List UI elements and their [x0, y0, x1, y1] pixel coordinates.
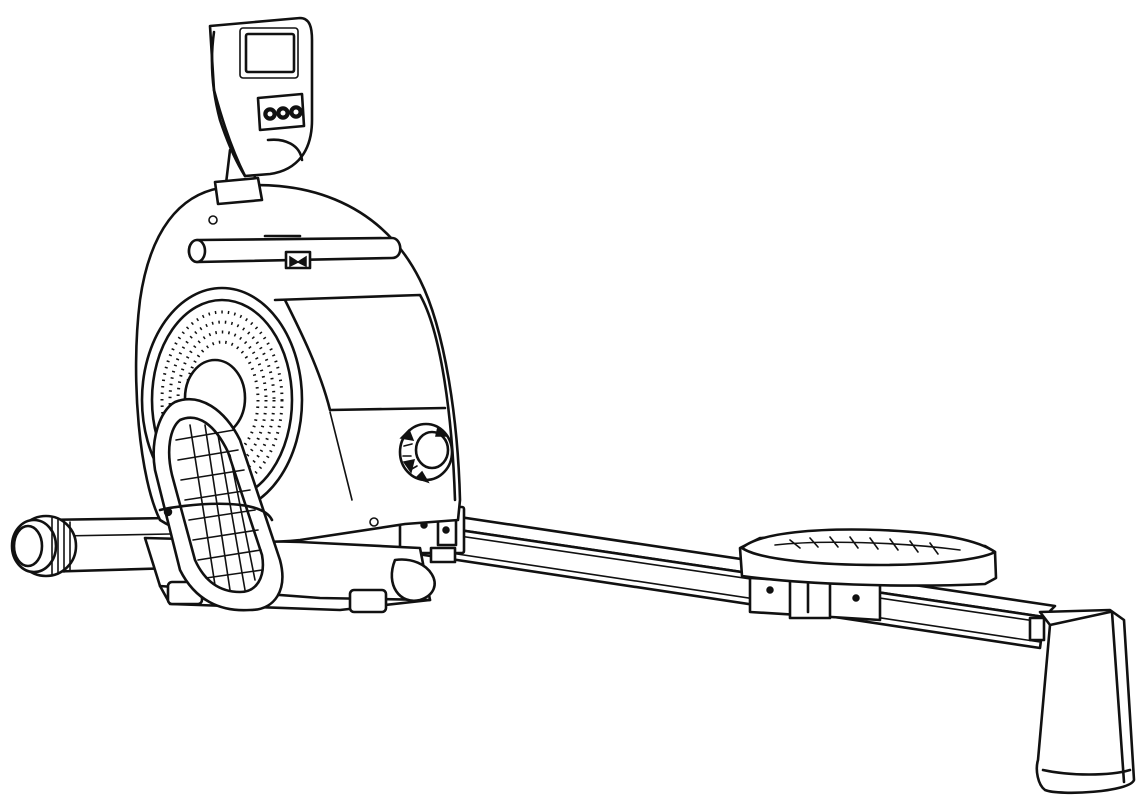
handlebar[interactable] — [187, 234, 402, 270]
front-end-cap — [10, 514, 78, 578]
foot-pedal-grid — [175, 424, 263, 591]
foot-pedal[interactable] — [152, 397, 284, 612]
slide-rail — [398, 504, 1057, 650]
rear-stabilizer — [1028, 608, 1136, 795]
console-display — [244, 32, 296, 74]
console-monitor[interactable] — [208, 16, 314, 178]
resistance-knob[interactable] — [398, 422, 454, 484]
seat[interactable] — [738, 528, 998, 587]
